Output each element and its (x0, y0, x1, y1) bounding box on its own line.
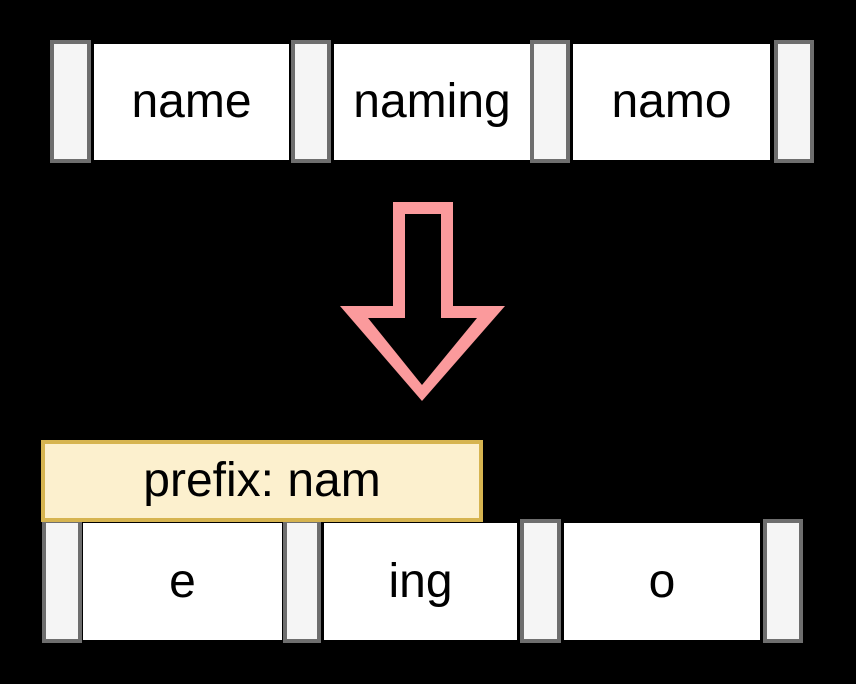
suffix-cell-o: o (564, 523, 760, 640)
separator-block (774, 40, 814, 163)
suffix-cell-ing: ing (324, 523, 517, 640)
string-cell-namo: namo (573, 44, 770, 160)
string-cell-naming: naming (334, 44, 530, 160)
separator-block (50, 40, 91, 163)
suffix-cell-e: e (83, 523, 282, 640)
down-arrow-outline (340, 202, 505, 401)
separator-block (520, 519, 561, 643)
separator-block (763, 519, 803, 643)
separator-block (530, 40, 570, 163)
prefix-label-box: prefix: nam (41, 440, 483, 522)
separator-block (42, 519, 82, 643)
separator-block (283, 519, 321, 643)
down-arrow-cavity (368, 214, 477, 385)
string-cell-name: name (94, 44, 289, 160)
separator-block (291, 40, 331, 163)
